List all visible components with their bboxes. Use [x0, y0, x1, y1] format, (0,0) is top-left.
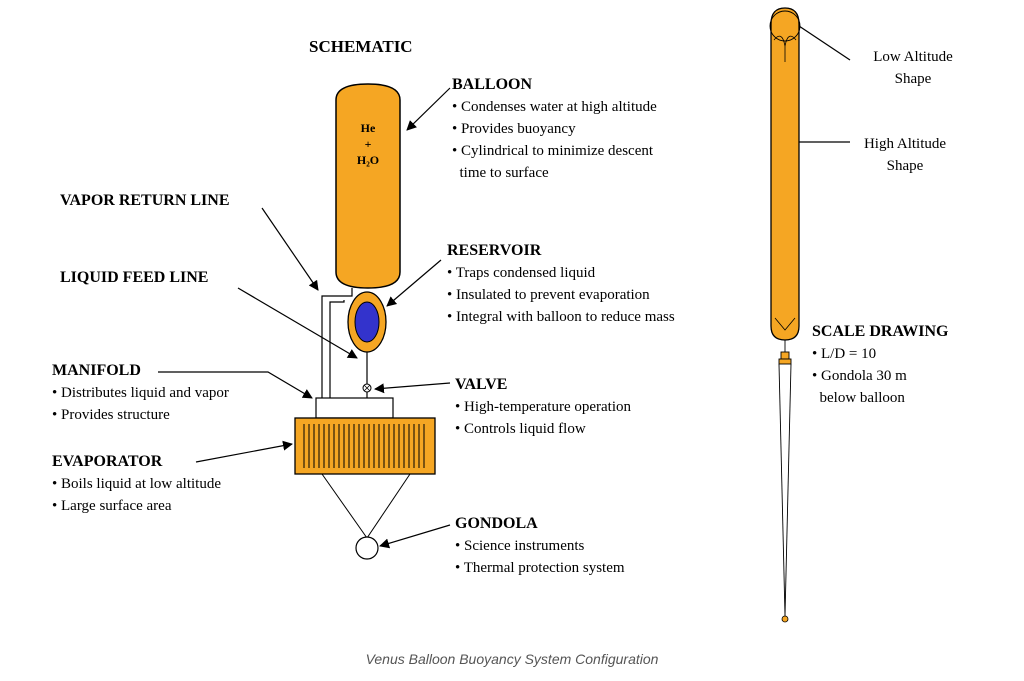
scale-leaders [798, 25, 851, 143]
valve-item: • High-temperature operation [455, 399, 632, 415]
high-altitude-label: High Altitude Shape [835, 133, 975, 177]
gondola-title: GONDOLA [455, 515, 538, 532]
balloon-item: • Condenses water at high altitude [452, 99, 657, 115]
feed-lines [321, 288, 368, 400]
reservoir-item: • Integral with balloon to reduce mass [447, 309, 675, 325]
valve-symbol [362, 383, 372, 393]
evaporator-label: EVAPORATOR • Boils liquid at low altitud… [52, 451, 221, 517]
low-altitude-line1: Low Altitude [873, 49, 953, 65]
schematic-title: SCHEMATIC [309, 37, 413, 56]
balloon-item: time to surface [452, 165, 549, 181]
evaporator-item: • Boils liquid at low altitude [52, 476, 221, 492]
reservoir-title: RESERVOIR [447, 242, 542, 259]
high-altitude-line1: High Altitude [863, 136, 947, 152]
reservoir [347, 291, 387, 353]
balloon-title: BALLOON [452, 76, 533, 93]
low-altitude-line2: Shape [894, 71, 932, 87]
liquid-feed-title: LIQUID FEED LINE [60, 269, 209, 286]
gas-label: He + H₂O [338, 120, 398, 168]
valve-item: • Controls liquid flow [455, 421, 586, 437]
reservoir-item: • Insulated to prevent evaporation [447, 287, 650, 303]
evaporator-item: • Large surface area [52, 498, 172, 514]
gondola-schematic [321, 473, 411, 560]
manifold-item: • Distributes liquid and vapor [52, 385, 229, 401]
gondola-item: • Science instruments [455, 538, 585, 554]
gondola-label: GONDOLA • Science instruments • Thermal … [455, 513, 625, 579]
scale-drawing-title: SCALE DRAWING [812, 323, 949, 340]
scale-drawing-item: • L/D = 10 [812, 346, 877, 362]
scale-tether [778, 340, 792, 617]
figure-caption: Venus Balloon Buoyancy System Configurat… [365, 651, 659, 667]
gondola-item: • Thermal protection system [455, 560, 625, 576]
manifold-label: MANIFOLD • Distributes liquid and vapor … [52, 360, 229, 426]
evaporator-title: EVAPORATOR [52, 453, 163, 470]
manifold-item: • Provides structure [52, 407, 170, 423]
scale-drawing-item: • Gondola 30 m [812, 368, 907, 384]
vapor-return-title: VAPOR RETURN LINE [60, 192, 230, 209]
scale-gondola [781, 615, 789, 623]
low-altitude-label: Low Altitude Shape [843, 46, 983, 90]
scale-drawing-item: below balloon [812, 390, 905, 406]
high-altitude-line2: Shape [886, 158, 924, 174]
leader-arrows [158, 87, 451, 549]
manifold-block [315, 397, 394, 419]
balloon-item: • Cylindrical to minimize descent [452, 143, 654, 159]
scale-drawing-label: SCALE DRAWING • L/D = 10 • Gondola 30 m … [812, 321, 948, 409]
reservoir-item: • Traps condensed liquid [447, 265, 596, 281]
valve-label: VALVE • High-temperature operation • Con… [455, 374, 631, 440]
scale-balloon [769, 7, 801, 341]
reservoir-label: RESERVOIR • Traps condensed liquid • Ins… [447, 240, 675, 328]
gas-he: He [360, 121, 376, 135]
gas-plus: + [364, 137, 372, 151]
balloon-label: BALLOON • Condenses water at high altitu… [452, 74, 657, 184]
gas-h2o: H₂O [356, 153, 380, 167]
balloon-item: • Provides buoyancy [452, 121, 576, 137]
manifold-title: MANIFOLD [52, 362, 141, 379]
schematic-balloon [335, 83, 401, 289]
valve-title: VALVE [455, 376, 508, 393]
evaporator-block [294, 417, 436, 475]
